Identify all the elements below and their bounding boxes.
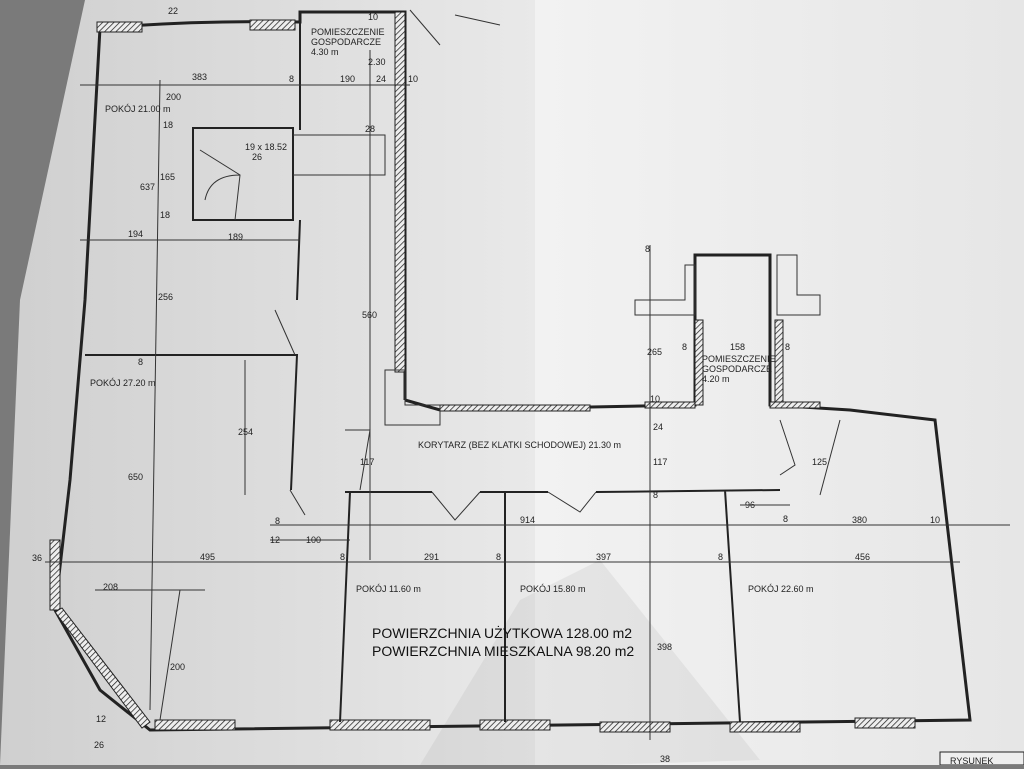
exterior-walls	[49, 10, 972, 733]
dim-label: 8	[718, 552, 723, 562]
dim-label: 8	[645, 244, 650, 254]
dim-label: 22	[168, 6, 178, 16]
room-label-korytarz: KORYTARZ (BEZ KLATKI SCHODOWEJ) 21.30 m	[418, 440, 621, 450]
dim-label: 190	[340, 74, 355, 84]
dim-label: 456	[855, 552, 870, 562]
dim-label: 495	[200, 552, 215, 562]
dim-label: 158	[730, 342, 745, 352]
dim-label: 117	[653, 457, 667, 467]
dim-label: 8	[653, 490, 658, 500]
dim-label: 12	[270, 535, 280, 545]
dim-label: 380	[852, 515, 867, 525]
dim-label: 8	[783, 514, 788, 524]
room-label-storage-top-3: 4.30 m	[311, 47, 339, 57]
dimension-lines	[45, 50, 1010, 740]
dim-label: 26	[94, 740, 104, 750]
dim-label: 200	[170, 662, 185, 672]
dim-label: 8	[275, 516, 280, 526]
dim-label: 10	[930, 515, 940, 525]
dim-label: 8	[785, 342, 790, 352]
interior-walls	[85, 9, 796, 723]
dim-label: 125	[812, 457, 827, 467]
room-label-storage-right-1: POMIESZCZENIE	[702, 354, 776, 364]
dim-label: 18	[163, 120, 173, 130]
dim-label: 8	[340, 552, 345, 562]
dim-label: 10	[368, 12, 378, 22]
drawing-title-label: RYSUNEK	[950, 756, 993, 765]
dim-label: 96	[745, 500, 755, 510]
dim-label: 24	[653, 422, 663, 432]
room-label-pokoj-22: POKÓJ 22.60 m	[748, 584, 814, 594]
dim-label: 2.30	[368, 57, 386, 67]
dim-label: 117	[360, 457, 374, 467]
dim-label: 291	[424, 552, 439, 562]
dim-label: 560	[362, 310, 377, 320]
dim-label: 18	[160, 210, 170, 220]
dim-label: 38	[660, 754, 670, 764]
stairs-steps: 26	[252, 152, 262, 162]
dim-label: 194	[128, 229, 143, 239]
usable-area-label: POWIERZCHNIA UŻYTKOWA 128.00 m2	[372, 624, 632, 641]
dim-label: 24	[376, 74, 386, 84]
dim-label: 200	[166, 92, 181, 102]
dim-label: 637	[140, 182, 155, 192]
dim-label: 254	[238, 427, 253, 437]
dim-label: 398	[657, 642, 672, 652]
dim-label: 8	[496, 552, 501, 562]
dim-label: 10	[408, 74, 418, 84]
dim-label: 265	[647, 347, 662, 357]
room-label-pokoj-27: POKÓJ 27.20 m	[90, 378, 156, 388]
dim-label: 8	[138, 357, 143, 367]
dim-label: 397	[596, 552, 611, 562]
dim-label: 165	[160, 172, 175, 182]
dim-label: 100	[306, 535, 321, 545]
dim-label: 189	[228, 232, 243, 242]
dim-label: 256	[158, 292, 173, 302]
dim-label: 10	[650, 394, 660, 404]
room-label-storage-right-2: GOSPODARCZE	[702, 364, 772, 374]
dim-label: 650	[128, 472, 143, 482]
room-label-storage-right-3: 4.20 m	[702, 374, 730, 384]
dimension-labels: 22 10 2.30 383 8 190 24 10 200 18 637 16…	[32, 6, 940, 764]
living-area-label: POWIERZCHNIA MIESZKALNA 98.20 m2	[372, 643, 634, 659]
room-label-storage-top-1: POMIESZCZENIE	[311, 27, 385, 37]
room-label-pokoj-11: POKÓJ 11.60 m	[356, 584, 421, 594]
dim-label: 8	[682, 342, 687, 352]
stairs-dimension: 19 x 18.52	[245, 142, 287, 152]
dim-label: 12	[96, 714, 106, 724]
dim-label: 208	[103, 582, 118, 592]
dim-label: 8	[289, 74, 294, 84]
dim-label: 36	[32, 553, 42, 563]
room-labels: POMIESZCZENIE GOSPODARCZE 4.30 m POKÓJ 2…	[90, 27, 814, 594]
dim-label: 28	[365, 124, 375, 134]
room-label-pokoj-15: POKÓJ 15.80 m	[520, 584, 586, 594]
room-label-storage-top-2: GOSPODARCZE	[311, 37, 381, 47]
room-label-pokoj-21: POKÓJ 21.00 m	[105, 104, 171, 114]
dim-label: 914	[520, 515, 535, 525]
dim-label: 383	[192, 72, 207, 82]
